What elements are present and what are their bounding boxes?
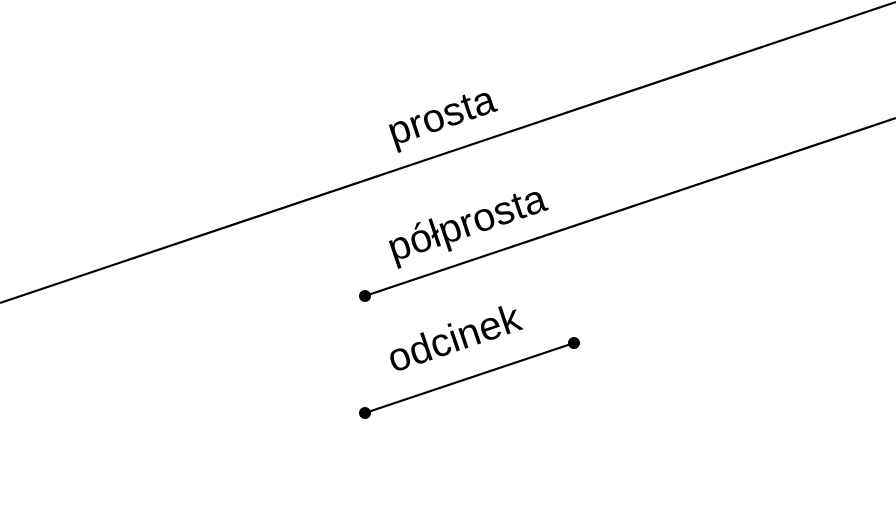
segment-start-point	[359, 407, 371, 419]
label-odcinek: odcinek	[382, 296, 528, 382]
label-prosta: prosta	[382, 77, 502, 154]
label-polprosta: półprosta	[382, 176, 553, 270]
ray-polprosta	[364, 116, 896, 298]
segment-end-point	[568, 337, 580, 349]
ray-start-point	[359, 290, 371, 302]
line-prosta	[0, 0, 896, 305]
segment-odcinek	[364, 341, 575, 415]
